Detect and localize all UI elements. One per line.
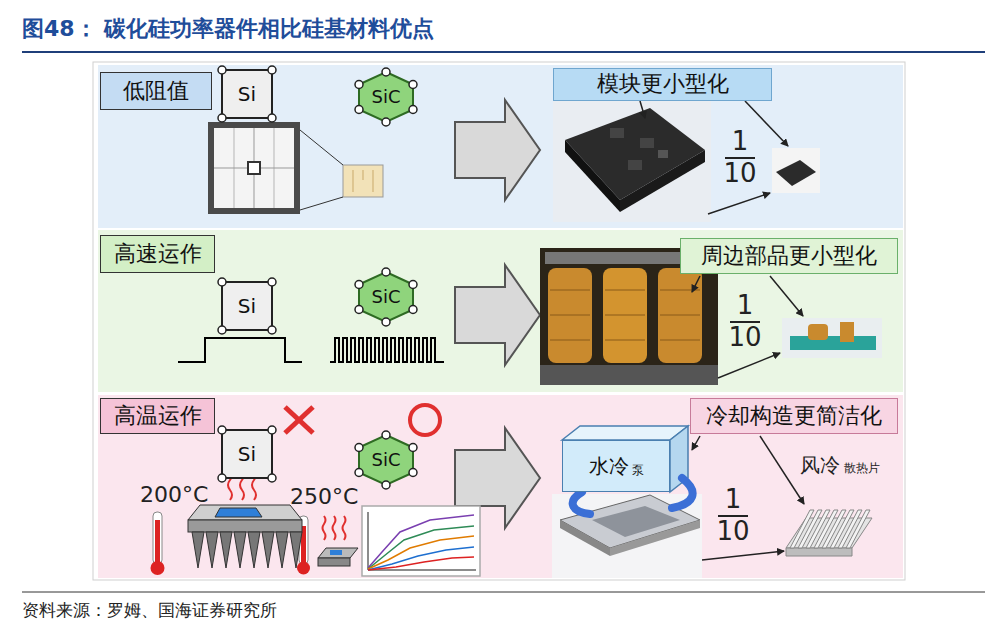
feature-label-box: 高温运作 bbox=[100, 398, 215, 434]
vertex-dot bbox=[409, 444, 417, 452]
vertex-dot bbox=[382, 481, 390, 489]
sic-hexagon: SiC bbox=[355, 268, 417, 326]
heatsink-drawing bbox=[786, 510, 872, 556]
vertex-dot bbox=[409, 106, 417, 114]
feature-label-box: 低阻值 bbox=[100, 72, 212, 110]
panel-backgrounds bbox=[93, 62, 905, 580]
vertex-dot bbox=[218, 114, 226, 122]
switching-waveforms bbox=[178, 338, 444, 362]
node-text: 冷却构造更简洁化 bbox=[706, 404, 882, 428]
title-rule bbox=[22, 51, 985, 53]
node-text: SiC bbox=[372, 87, 401, 107]
vertex-dot bbox=[268, 326, 276, 334]
source-caption: 资料来源：罗姆、国海证券研究所 bbox=[22, 601, 277, 620]
result-label-box: 周边部品更小型化 bbox=[680, 238, 898, 274]
vertex-dot bbox=[382, 318, 390, 326]
vertex-dot bbox=[355, 281, 363, 289]
si-chip-heatsink bbox=[188, 505, 302, 568]
node-text: 周边部品更小型化 bbox=[701, 244, 877, 268]
si-square-body bbox=[222, 282, 272, 330]
node-text: Si bbox=[238, 295, 256, 317]
power-module-photo bbox=[553, 100, 820, 222]
node-text: Si bbox=[238, 83, 256, 105]
fraction-number: 1 bbox=[732, 128, 749, 154]
node-text: Si bbox=[238, 443, 256, 465]
node-text: 高温运作 bbox=[114, 404, 202, 428]
part-name-label: 散热片 bbox=[844, 462, 880, 474]
vertex-dot bbox=[382, 118, 390, 126]
fraction-number: 1 bbox=[737, 292, 754, 318]
thermometers bbox=[151, 512, 311, 575]
node-text: 模块更小型化 bbox=[597, 72, 729, 96]
vertex-dot bbox=[268, 114, 276, 122]
si-square: Si bbox=[222, 70, 272, 118]
vertex-dot bbox=[409, 469, 417, 477]
sic-hexagon-body bbox=[359, 435, 413, 485]
vertex-dot bbox=[268, 278, 276, 286]
feature-label-box: 高速运作 bbox=[100, 235, 215, 273]
vertex-dot bbox=[355, 469, 363, 477]
temperature-label: 200°C bbox=[140, 484, 208, 506]
temperature-label: 250°C bbox=[290, 486, 358, 508]
caption-rule bbox=[22, 592, 985, 593]
vertex-dot bbox=[409, 81, 417, 89]
sic-hexagon-body bbox=[359, 272, 413, 322]
vertex-dot bbox=[409, 306, 417, 314]
vertex-dot bbox=[268, 474, 276, 482]
vertex-dot bbox=[218, 326, 226, 334]
big-arrows bbox=[455, 100, 540, 528]
vertex-dot bbox=[409, 281, 417, 289]
cooling-type-label: 风冷 bbox=[800, 455, 840, 475]
node-text: SiC bbox=[372, 287, 401, 307]
ok-ng-marks bbox=[285, 405, 440, 435]
vertex-dot bbox=[355, 444, 363, 452]
sic-chip-small bbox=[318, 548, 358, 566]
vertex-dot bbox=[355, 81, 363, 89]
fraction-number: 10 bbox=[728, 324, 761, 350]
chip-drawing bbox=[208, 122, 383, 214]
vertex-dot bbox=[218, 426, 226, 434]
si-square-body bbox=[222, 430, 272, 478]
fraction-number: 10 bbox=[723, 160, 756, 186]
fraction-number: 10 bbox=[716, 518, 749, 544]
vertex-dot bbox=[218, 278, 226, 286]
vertex-dot bbox=[268, 66, 276, 74]
vertex-dot bbox=[218, 474, 226, 482]
sic-hexagon: SiC bbox=[355, 431, 417, 489]
sic-hexagon-body bbox=[359, 72, 413, 122]
water-cooling-box: 水冷泵 bbox=[562, 440, 670, 492]
vertex-dot bbox=[218, 66, 226, 74]
temperature-graph bbox=[362, 506, 480, 576]
si-square: Si bbox=[222, 282, 272, 330]
node-text: 低阻值 bbox=[123, 79, 189, 103]
vertex-dot bbox=[382, 431, 390, 439]
vertex-dot bbox=[382, 68, 390, 76]
vertex-dot bbox=[355, 306, 363, 314]
node-text: 水冷 bbox=[589, 455, 629, 477]
sic-hexagon: SiC bbox=[355, 68, 417, 126]
result-label-box: 冷却构造更简洁化 bbox=[690, 398, 898, 434]
si-square: Si bbox=[222, 430, 272, 478]
si-square-body bbox=[222, 70, 272, 118]
vertex-dot bbox=[268, 426, 276, 434]
node-subtext: 泵 bbox=[632, 464, 644, 477]
figure-title: 图48： 碳化硅功率器件相比硅基材料优点 bbox=[22, 17, 434, 41]
water-cooling-drawing bbox=[552, 426, 702, 578]
node-text: SiC bbox=[372, 450, 401, 470]
fraction-number: 1 bbox=[725, 486, 742, 512]
vertex-dot bbox=[382, 268, 390, 276]
vertex-dot bbox=[355, 106, 363, 114]
cooling-leaders bbox=[692, 436, 804, 560]
result-label-box: 模块更小型化 bbox=[553, 68, 772, 101]
node-text: 高速运作 bbox=[114, 242, 202, 266]
